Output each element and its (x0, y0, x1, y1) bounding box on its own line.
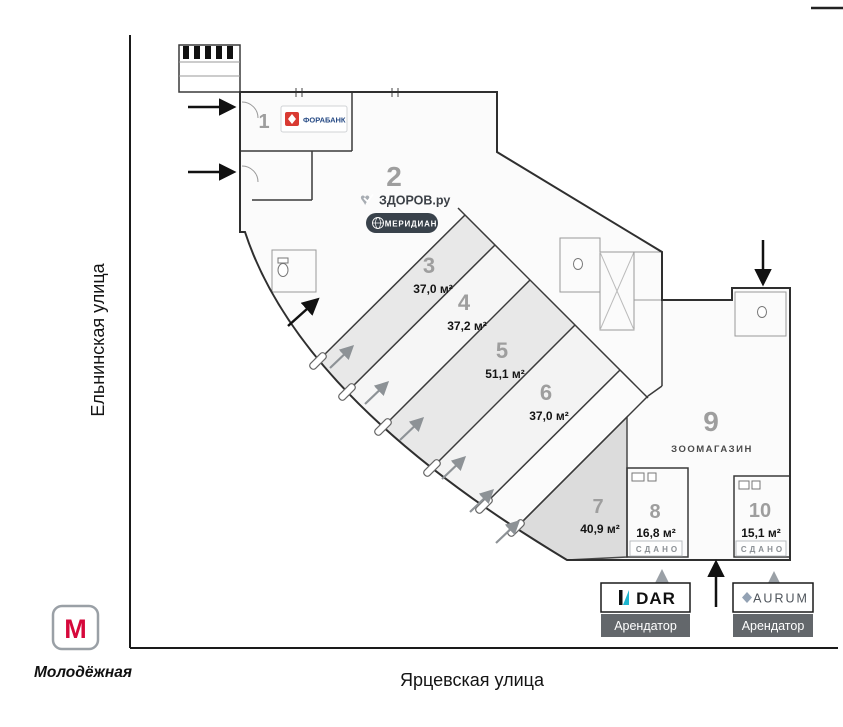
entrance-arrow (495, 520, 521, 544)
aurum-diamond-icon (742, 592, 752, 603)
unit-10: 10 15,1 м² СДАНО (735, 500, 787, 557)
unit-7-area: 40,9 м² (580, 522, 620, 536)
unit-6-area: 37,0 м² (529, 409, 569, 423)
entrance-arrow (399, 417, 425, 441)
unit-8-number: 8 (649, 501, 660, 523)
forabank-logo: ФОРАБАНК (280, 105, 348, 133)
dar-tenant-label: Арендатор (614, 619, 677, 633)
unit-6-number: 6 (540, 380, 552, 405)
sink-icon (738, 480, 750, 490)
unit-9-category: ЗООМАГАЗИН (671, 444, 753, 455)
unit-10-status-box (735, 540, 787, 557)
dar-badge[interactable]: DAR Арендатор (600, 582, 691, 637)
door-icon (338, 383, 356, 401)
unit-8-shape[interactable] (626, 467, 689, 558)
unit-7-number: 7 (592, 496, 603, 518)
unit-3-shape[interactable] (318, 215, 495, 392)
aurum-badge[interactable]: AURUM Арендатор (732, 582, 814, 637)
unit-2-number: 2 (386, 161, 402, 192)
unit-5: 5 51,1 м² (485, 338, 525, 381)
unit-10-number: 10 (749, 500, 771, 522)
entrance-arrows-black (188, 98, 772, 607)
street-label-horizontal: Ярцевская улица (400, 670, 545, 690)
metro-symbol: М (64, 614, 87, 644)
wc-icon (573, 258, 583, 270)
unit-5-area: 51,1 м² (485, 367, 525, 381)
unit-6-shape[interactable] (432, 325, 620, 505)
unit-2[interactable]: 2 ♥ ЗДОРОВ.ру МЕРИДИАН (360, 161, 450, 233)
fixtures (277, 257, 767, 490)
unit-3-area: 37,0 м² (413, 282, 453, 296)
unit-10-area: 15,1 м² (741, 526, 781, 540)
metro-icon (51, 604, 100, 651)
entrance-arrow (469, 489, 495, 513)
entrance-arrow (364, 381, 390, 405)
meridian-logo: МЕРИДИАН (366, 213, 438, 233)
door-icon (374, 418, 392, 436)
entrance-triangle (767, 571, 781, 585)
wc-icon (277, 263, 289, 277)
unit-3: 3 37,0 м² (413, 253, 453, 296)
meridian-label: МЕРИДИАН (385, 220, 438, 229)
aurum-tenant-label: Арендатор (742, 619, 805, 633)
zdorov-label: ЗДОРОВ.ру (379, 194, 450, 208)
door-icon (423, 459, 441, 477)
aurum-logo: AURUM (753, 592, 809, 606)
unit-8-area: 16,8 м² (636, 526, 676, 540)
entrance-arrow (329, 345, 355, 369)
unit-5-number: 5 (496, 338, 508, 363)
unit-4: 4 37,2 м² (447, 290, 487, 333)
dar-tenant-label-box (601, 614, 690, 637)
unit-10-status: СДАНО (741, 545, 785, 554)
entrance-arrow (441, 456, 467, 480)
interior-walls (240, 88, 787, 529)
entrance-triangle (655, 569, 669, 583)
unit-6: 6 37,0 м² (529, 380, 569, 423)
entrance-arrow (287, 297, 320, 327)
unit-7: 7 40,9 м² (580, 496, 620, 536)
entrance-arrows-gray (329, 345, 521, 544)
unit-1[interactable]: 1 ФОРАБАНК (258, 105, 348, 133)
unit-8: 8 16,8 м² СДАНО (629, 501, 683, 557)
unit-4-shape[interactable] (347, 245, 530, 427)
unit-4-area: 37,2 м² (447, 319, 487, 333)
unit-1-number: 1 (258, 111, 269, 133)
zdorov-logo: ♥ ЗДОРОВ.ру (360, 190, 450, 209)
forabank-label: ФОРАБАНК (303, 116, 346, 125)
unit-8-status-box (629, 540, 683, 557)
metro-station: М Молодёжная (34, 604, 132, 681)
door-icon (309, 352, 327, 370)
unit-3-number: 3 (423, 253, 435, 278)
unit-4-number: 4 (458, 290, 471, 315)
dar-logo-icon (623, 590, 629, 605)
stairwell-block (178, 44, 241, 93)
unit-8-status: СДАНО (636, 545, 680, 554)
unit-5-shape[interactable] (383, 280, 575, 468)
unit-9[interactable]: 9 ЗООМАГАЗИН (671, 406, 753, 455)
wc-icon (757, 306, 767, 318)
sink-icon (631, 472, 645, 482)
aurum-tenant-label-box (733, 614, 813, 637)
street-label-vertical: Ельнинская улица (88, 262, 108, 416)
metro-station-name: Молодёжная (34, 664, 132, 681)
dar-logo: DAR (636, 589, 676, 608)
building-outline (239, 91, 791, 561)
unit-9-number: 9 (703, 406, 719, 437)
street-axes (129, 35, 838, 649)
